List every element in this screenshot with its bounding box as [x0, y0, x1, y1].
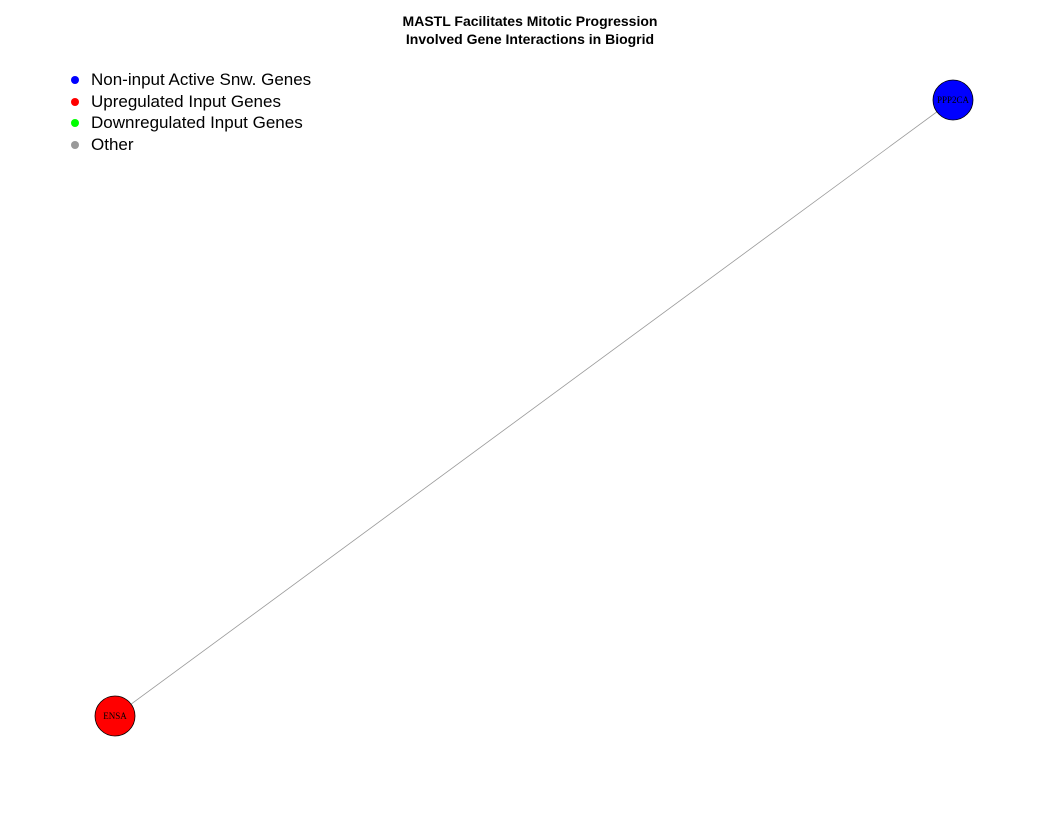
- node-ensa[interactable]: ENSA: [94, 695, 136, 737]
- node-ppp2ca-label: PPP2CA: [937, 95, 970, 105]
- node-ppp2ca[interactable]: PPP2CA: [932, 79, 974, 121]
- figure-title-line-2: Involved Gene Interactions in Biogrid: [405, 31, 655, 47]
- legend-dot-gray-icon: [71, 140, 79, 149]
- node-ensa-circle: [94, 695, 136, 737]
- legend-label: Upregulated Input Genes: [91, 91, 281, 111]
- legend-label: Other: [91, 134, 134, 154]
- node-ppp2ca-circle: [932, 79, 974, 121]
- legend-dot-red-icon: [71, 97, 79, 106]
- figure-title-line-1: MASTL Facilitates Mitotic Progression: [402, 13, 658, 29]
- legend-dot-blue-icon: [71, 76, 79, 84]
- node-ensa-label: ENSA: [103, 711, 127, 721]
- legend-label: Non-input Active Snw. Genes: [91, 70, 312, 89]
- legend-dot-green-icon: [71, 119, 79, 128]
- legend-label: Downregulated Input Genes: [91, 113, 303, 133]
- edge-ensa-ppp2ca: [114, 99, 954, 717]
